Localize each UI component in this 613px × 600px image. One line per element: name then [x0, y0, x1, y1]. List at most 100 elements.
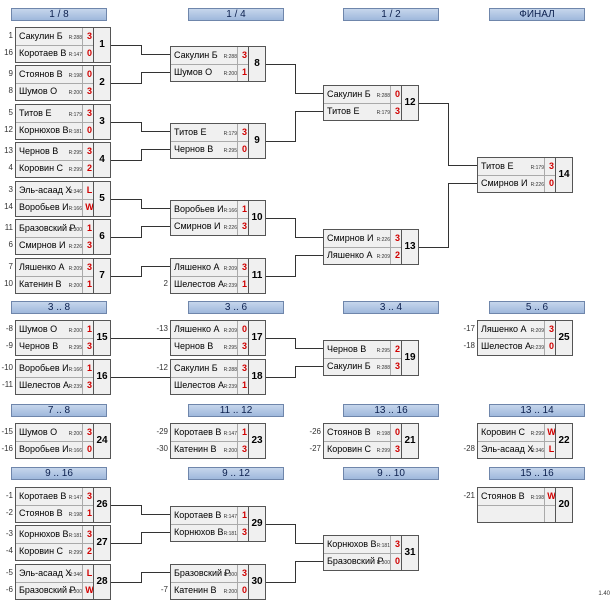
- connector-line: [141, 208, 170, 209]
- connector-line: [141, 45, 142, 55]
- player-name: Бразовский Р: [19, 585, 76, 595]
- player-row[interactable]: [478, 505, 558, 522]
- player-name: Катенин В: [174, 585, 217, 595]
- player-score: L: [544, 441, 558, 458]
- player-name: Катенин В: [174, 444, 217, 454]
- player-rating: R:179: [68, 112, 82, 118]
